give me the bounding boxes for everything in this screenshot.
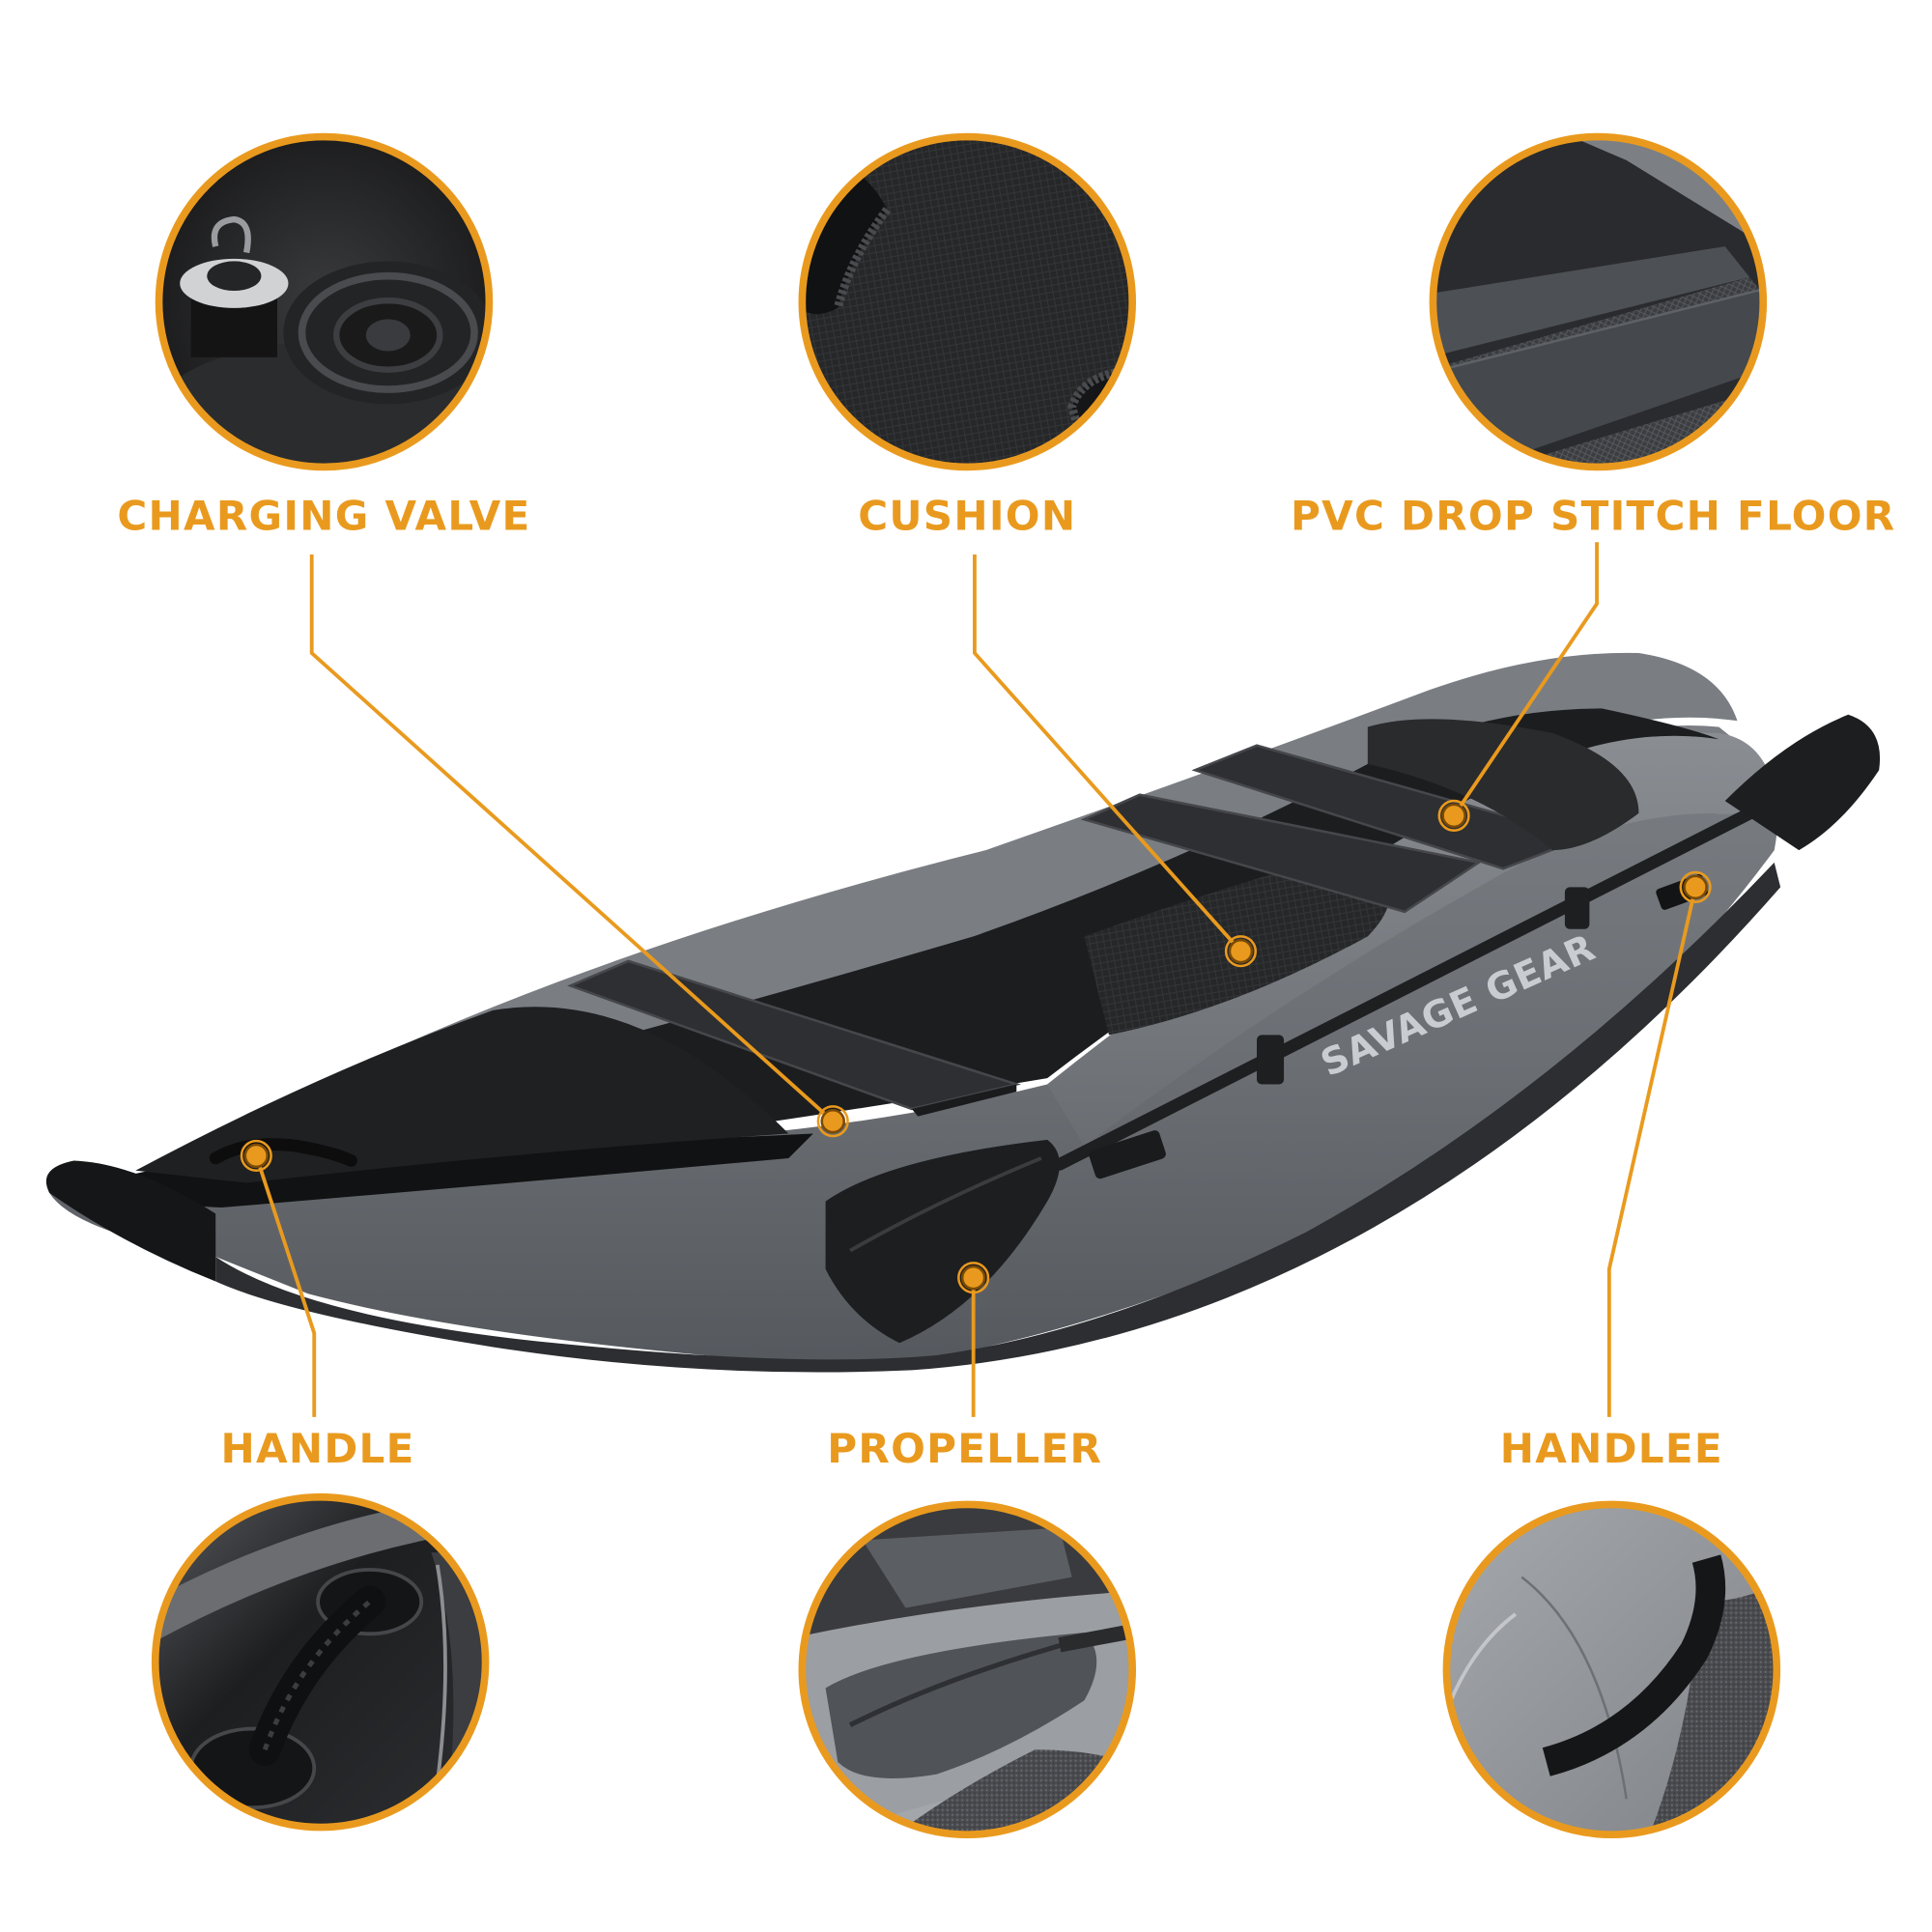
marker-pvc-floor — [1437, 799, 1470, 832]
leader-handlee — [1606, 886, 1697, 1417]
label-pvc-drop-stitch-floor: PVC DROP STITCH FLOOR — [1291, 492, 1895, 539]
label-cushion: CUSHION — [858, 492, 1076, 539]
marker-charging-valve — [816, 1105, 849, 1138]
detail-circle-cushion — [798, 132, 1137, 471]
kayak-illustration: SAVAGE GEAR — [45, 652, 1881, 1373]
detail-circle-handle — [151, 1492, 490, 1832]
callout-markers — [240, 799, 1712, 1294]
marker-cushion — [1224, 935, 1258, 968]
detail-circle-propeller — [798, 1500, 1137, 1839]
detail-circle-pvc-floor — [1429, 132, 1768, 471]
leader-charging-valve — [309, 554, 835, 1123]
marker-propeller — [957, 1262, 990, 1294]
label-propeller: PROPELLER — [827, 1425, 1102, 1472]
label-handlee: HANDLEE — [1500, 1425, 1723, 1472]
leader-pvc-floor — [1452, 542, 1599, 817]
detail-circle-charging-valve — [155, 132, 494, 471]
leader-handle — [254, 1154, 317, 1417]
label-handle: HANDLE — [221, 1425, 415, 1472]
marker-handlee — [1679, 870, 1712, 903]
detail-circle-handlee — [1442, 1500, 1781, 1839]
label-charging-valve: CHARGING VALVE — [117, 492, 530, 539]
marker-handle — [240, 1139, 272, 1173]
leader-cushion — [973, 554, 1242, 952]
callout-leaders — [254, 542, 1697, 1417]
